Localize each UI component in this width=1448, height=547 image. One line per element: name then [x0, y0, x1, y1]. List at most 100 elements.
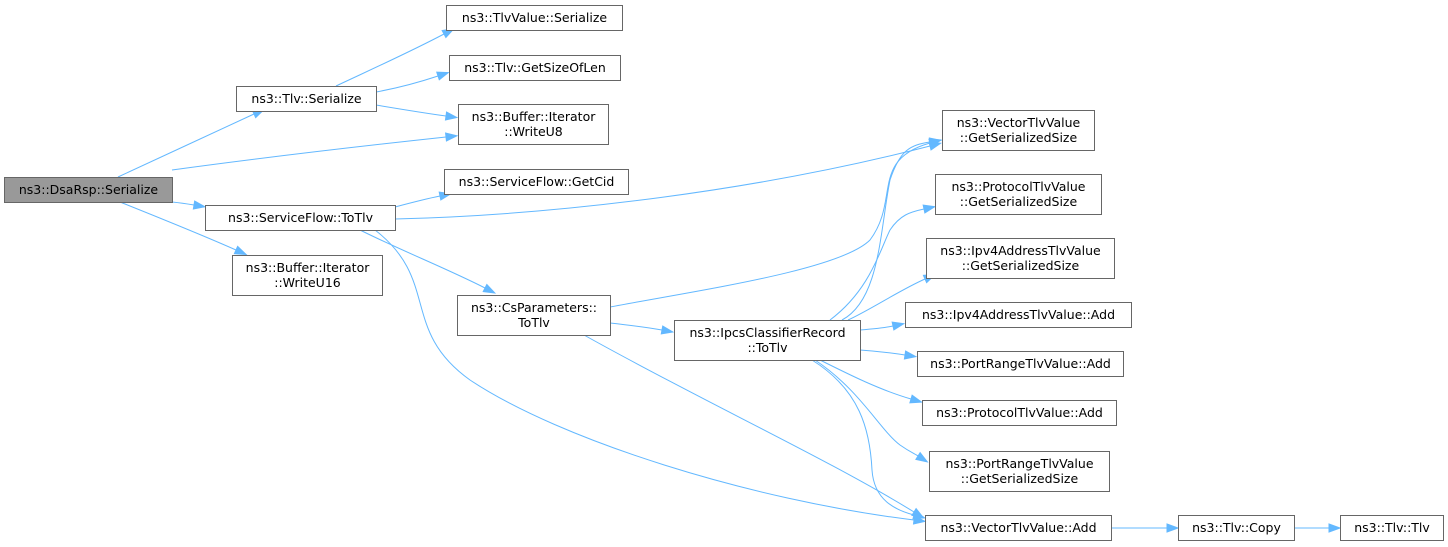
node-box — [446, 5, 623, 31]
edge-line — [609, 142, 931, 308]
edge-line — [829, 208, 925, 321]
edge-dsarsp_serialize-to-buffer_writeu16 — [119, 201, 248, 256]
edge-ipcs_totlv-to-protocoltlv_add — [819, 359, 923, 404]
node-label-line: ns3::ServiceFlow::GetCid — [459, 174, 615, 189]
edge-tlv_copy-to-tlv_tlv — [1294, 523, 1342, 533]
node-box — [4, 177, 173, 203]
node-label-line: ns3::Buffer::Iterator — [472, 109, 597, 124]
node-ipv4tlv-add[interactable]: ns3::Ipv4AddressTlvValue::Add — [905, 302, 1132, 328]
node-label-line: ns3::ProtocolTlvValue — [951, 179, 1085, 194]
edge-line — [359, 229, 486, 289]
edge-line — [171, 201, 195, 206]
edge-serviceflow_totlv-to-serviceflow_getcid — [394, 191, 453, 208]
node-label-line: ns3::PortRangeTlvValue — [945, 456, 1093, 471]
edge-arrowhead — [909, 394, 923, 404]
node-box — [205, 205, 396, 231]
node-label-line: ns3::Ipv4AddressTlvValue — [940, 243, 1101, 258]
edge-csparameters_totlv-to-vectortlv_getsize — [609, 138, 942, 308]
node-label-line: ToTlv — [517, 315, 550, 330]
node-buffer-writeu16[interactable]: ns3::Buffer::Iterator::WriteU16 — [232, 255, 383, 296]
node-label-line: ns3::Tlv::GetSizeOfLen — [464, 60, 606, 75]
node-vectortlv-add[interactable]: ns3::VectorTlvValue::Add — [925, 515, 1112, 541]
node-label-line: ns3::Ipv4AddressTlvValue::Add — [922, 307, 1115, 322]
edge-arrowhead — [912, 510, 927, 520]
edge-arrowhead — [915, 451, 929, 463]
edge-arrowhead — [482, 283, 497, 294]
edge-line — [811, 359, 915, 516]
edge-ipcs_totlv-to-ipv4tlv_add — [859, 321, 906, 331]
edge-line — [375, 75, 439, 93]
node-tlvvalue-serialize[interactable]: ns3::TlvValue::Serialize — [446, 5, 623, 31]
node-box — [457, 295, 611, 336]
node-tlv-tlv[interactable]: ns3::Tlv::Tlv — [1340, 515, 1444, 541]
node-ipcs-totlv[interactable]: ns3::IpcsClassifierRecord::ToTlv — [674, 320, 861, 361]
node-box — [458, 104, 609, 145]
node-protocoltlv-getsize[interactable]: ns3::ProtocolTlvValue::GetSerializedSize — [935, 174, 1102, 215]
node-label-line: ns3::DsaRsp::Serialize — [19, 182, 159, 197]
node-label-line: ::GetSerializedSize — [962, 258, 1080, 273]
node-label-line: ns3::CsParameters:: — [471, 300, 597, 315]
node-box — [674, 320, 861, 361]
node-tlv-getsizeoflen[interactable]: ns3::Tlv::GetSizeOfLen — [449, 55, 621, 81]
edge-dsarsp_serialize-to-serviceflow_totlv — [171, 200, 207, 210]
node-box — [917, 351, 1124, 377]
node-box — [925, 515, 1112, 541]
edge-line — [394, 145, 931, 220]
node-label-line: ::GetSerializedSize — [960, 130, 1078, 145]
node-serviceflow-getcid[interactable]: ns3::ServiceFlow::GetCid — [444, 169, 629, 195]
node-csparameters-totlv[interactable]: ns3::CsParameters::ToTlv — [457, 295, 611, 336]
node-label-line: ns3::ProtocolTlvValue::Add — [936, 405, 1103, 420]
node-dsarsp-serialize[interactable]: ns3::DsaRsp::Serialize — [4, 177, 173, 203]
edge-arrowhead — [660, 325, 675, 335]
node-label-line: ns3::ServiceFlow::ToTlv — [228, 210, 374, 225]
edge-line — [335, 33, 445, 87]
node-label-line: ns3::Tlv::Copy — [1192, 520, 1281, 535]
edge-tlv_serialize-to-buffer_writeu8 — [375, 104, 459, 121]
node-box — [449, 55, 621, 81]
edge-arrowhead — [903, 350, 918, 360]
node-label-line: ns3::VectorTlvValue — [957, 115, 1081, 130]
edge-arrowhead — [928, 137, 943, 147]
edge-ipcs_totlv-to-vectortlv_getsize — [841, 137, 943, 321]
node-box — [232, 255, 383, 296]
node-buffer-writeu8[interactable]: ns3::Buffer::Iterator::WriteU8 — [458, 104, 609, 145]
edge-line — [819, 359, 912, 400]
node-box — [922, 400, 1117, 426]
edge-arrowhead — [1166, 523, 1180, 533]
node-protocoltlv-add[interactable]: ns3::ProtocolTlvValue::Add — [922, 400, 1117, 426]
node-label-line: ::WriteU16 — [274, 275, 341, 290]
node-label-line: ns3::TlvValue::Serialize — [462, 10, 607, 25]
edge-ipcs_totlv-to-vectortlv_add — [811, 359, 927, 520]
node-label-line: ns3::VectorTlvValue::Add — [940, 520, 1096, 535]
node-serviceflow-totlv[interactable]: ns3::ServiceFlow::ToTlv — [205, 205, 396, 231]
edge-serviceflow_totlv-to-vectortlv_add — [374, 229, 927, 525]
node-box — [236, 86, 377, 112]
edge-line — [117, 113, 255, 178]
node-box — [935, 174, 1102, 215]
node-tlv-serialize[interactable]: ns3::Tlv::Serialize — [236, 86, 377, 112]
node-label-line: ns3::Buffer::Iterator — [246, 260, 371, 275]
edge-arrowhead — [233, 245, 248, 256]
node-box — [1178, 515, 1295, 541]
node-label-line: ns3::PortRangeTlvValue::Add — [930, 356, 1111, 371]
node-box — [942, 110, 1095, 151]
edge-line — [859, 349, 906, 356]
edge-line — [859, 325, 894, 331]
node-portrange-add[interactable]: ns3::PortRangeTlvValue::Add — [917, 351, 1124, 377]
edge-arrowhead — [922, 204, 937, 214]
node-box — [905, 302, 1132, 328]
node-box — [444, 169, 629, 195]
node-label-line: ns3::Tlv::Tlv — [1354, 520, 1430, 535]
edges-layer — [117, 28, 1342, 533]
node-label-line: ::GetSerializedSize — [960, 194, 1078, 209]
edge-line — [374, 229, 915, 521]
node-label-line: ::WriteU8 — [504, 124, 563, 139]
node-tlv-copy[interactable]: ns3::Tlv::Copy — [1178, 515, 1295, 541]
node-box — [926, 238, 1115, 279]
node-vectortlv-getsize[interactable]: ns3::VectorTlvValue::GetSerializedSize — [942, 110, 1095, 151]
node-ipv4tlv-getsize[interactable]: ns3::Ipv4AddressTlvValue::GetSerializedS… — [926, 238, 1115, 279]
node-portrange-getsize[interactable]: ns3::PortRangeTlvValue::GetSerializedSiz… — [929, 451, 1110, 492]
edge-line — [841, 141, 931, 321]
node-label-line: ::ToTlv — [747, 340, 788, 355]
